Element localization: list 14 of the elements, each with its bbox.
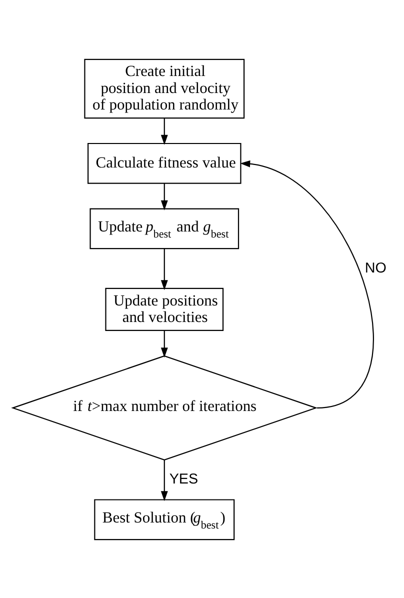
node-box: Calculate fitness value xyxy=(88,142,242,184)
node-box: Update p$_{best}$ and g$_{best}$ xyxy=(90,208,240,249)
arrow xyxy=(160,118,168,144)
edge-label: NO xyxy=(364,260,386,276)
arrow xyxy=(160,330,168,358)
edge-label: YES xyxy=(169,471,198,488)
node-box: Best Solution (g$_{best}$) xyxy=(94,498,235,540)
node-box: Create initial position and velocity of population randomly xyxy=(84,58,245,118)
node-box: Update positions and velocities xyxy=(105,287,224,331)
arrow xyxy=(240,160,374,408)
node-diamond: if t>max number of iterations xyxy=(11,354,318,460)
arrow xyxy=(160,182,168,210)
arrow xyxy=(160,248,168,290)
arrow xyxy=(160,459,168,501)
